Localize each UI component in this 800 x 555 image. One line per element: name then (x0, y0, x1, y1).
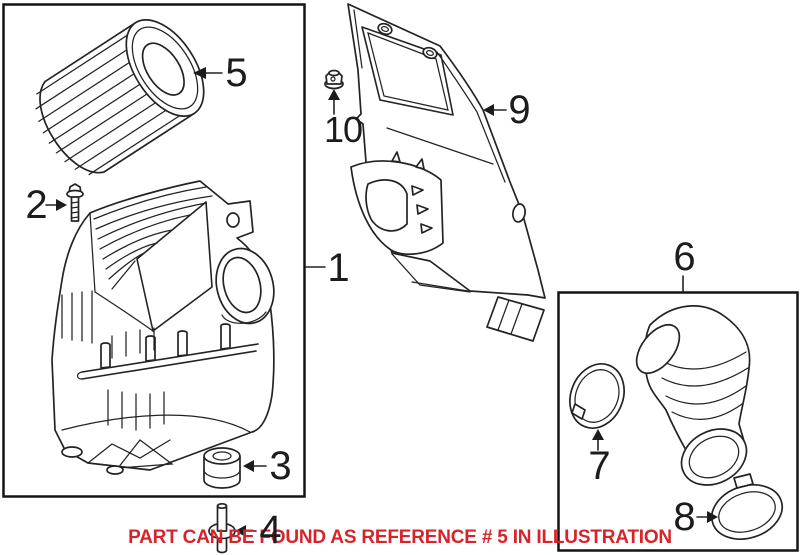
callout-4-label: 4 (259, 508, 281, 552)
callout-8-arrow (696, 511, 718, 523)
callout-10-arrow (328, 89, 340, 115)
callout-8-label: 8 (673, 495, 695, 539)
callout-7-label: 7 (588, 444, 610, 488)
hose-clamp-7 (569, 363, 625, 429)
grommet (203, 447, 241, 489)
callout-9-arrow (483, 104, 507, 116)
callout-2-label: 2 (25, 183, 47, 227)
callout-3-arrow (243, 460, 267, 472)
callout-6-label: 6 (673, 235, 695, 279)
hose-clamp-8 (710, 473, 784, 540)
air-filter-element (35, 19, 205, 176)
callout-4-arrow (235, 525, 257, 537)
bolt (66, 183, 84, 222)
nut (324, 69, 344, 90)
callout-5-arrow (193, 67, 223, 79)
callout-2-arrow (45, 199, 67, 211)
air-cleaner-housing (51, 180, 275, 475)
callout-1-label: 1 (327, 246, 349, 290)
callout-9-label: 9 (508, 88, 530, 132)
caption-text: PART CAN BE FOUND AS REFERENCE # 5 IN IL… (128, 527, 672, 548)
intake-duct-panel (347, 3, 546, 342)
callout-10-label: 10 (323, 109, 363, 150)
callout-5-label: 5 (225, 51, 247, 95)
group-box-6 (557, 275, 799, 552)
callout-3-label: 3 (269, 444, 291, 488)
callout-7-arrow (592, 429, 604, 451)
air-intake-hose (635, 305, 751, 486)
group-box-1 (2, 3, 326, 498)
